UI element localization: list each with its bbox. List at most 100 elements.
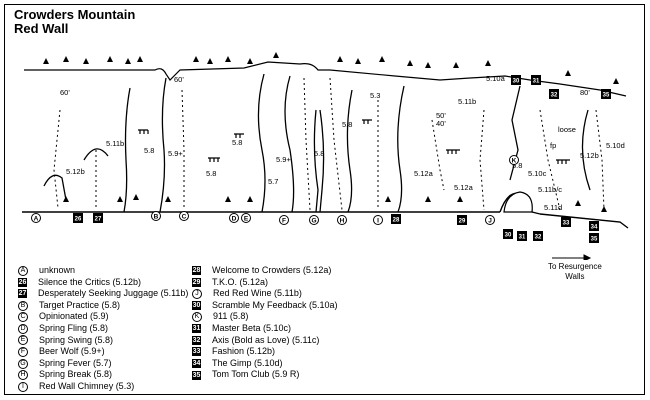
ground-line <box>22 192 629 229</box>
direction-line-1: To Resurgence <box>548 262 602 271</box>
legend-entry: 29 T.K.O. (5.12a) <box>192 277 338 289</box>
marker-text: B <box>154 214 159 221</box>
marker-text: 28 <box>393 218 400 224</box>
route-marker-circle: F <box>279 215 289 225</box>
marker-shape <box>589 233 599 243</box>
legend-route-name: Target Practice (5.8) <box>39 299 121 310</box>
route-dots <box>53 77 605 211</box>
legend-route-name: Red Wall Chimney (5.3) <box>39 380 135 391</box>
marker-shape <box>589 221 599 231</box>
legend-route-name: Welcome to Crowders (5.12a) <box>212 265 332 275</box>
legend-key: J <box>192 288 202 299</box>
legend-key: 29 <box>192 277 201 287</box>
route-marker-circle: H <box>337 215 347 225</box>
legend-key: H <box>18 370 28 381</box>
marker-shape <box>457 215 467 225</box>
legend-key: 30 <box>192 301 201 311</box>
route-marker-square: 32 <box>533 231 543 241</box>
route-marker-square: 34 <box>589 221 599 231</box>
route-marker-square: 31 <box>531 75 541 85</box>
marker-text: F <box>282 218 286 225</box>
legend-route-name: Silence the Critics (5.12b) <box>38 276 142 287</box>
marker-shape <box>179 211 189 221</box>
marker-text: 31 <box>533 79 540 85</box>
legend-key: 35 <box>192 370 201 380</box>
route-marker-circle: J <box>485 215 495 225</box>
grade-label: 60' <box>60 88 70 97</box>
route-marker-circle: C <box>179 211 189 221</box>
grade-label: 5.11d <box>544 203 562 212</box>
grade-label: 5.3 <box>370 91 380 100</box>
grade-label: 5.12a <box>454 183 474 192</box>
grade-label: 5.10c <box>528 169 547 178</box>
legend-key: 28 <box>192 266 201 276</box>
marker-text: I <box>377 218 379 225</box>
route-marker-square: 35 <box>601 89 611 99</box>
grade-label: fp <box>550 141 556 150</box>
marker-text: 35 <box>591 237 598 243</box>
marker-shape <box>509 155 519 165</box>
grade-label: 5.10a <box>486 74 506 83</box>
route-marker-circle: G <box>309 215 319 225</box>
marker-text: 27 <box>95 217 102 223</box>
legend-route-name: Beer Wolf (5.9+) <box>39 346 105 357</box>
marker-text: 30 <box>505 233 512 239</box>
cliff-top-edge <box>24 61 627 97</box>
legend-route-name: unknown <box>39 265 76 275</box>
marker-text: J <box>488 218 492 225</box>
route-marker-circle: K <box>509 155 519 165</box>
grade-label: 60' <box>174 75 184 84</box>
direction-label: To Resurgence Walls <box>548 262 602 282</box>
legend-route-name: Spring Fever (5.7) <box>39 357 112 368</box>
marker-shape <box>73 213 83 223</box>
legend-key: G <box>18 358 28 369</box>
grade-label: 40' <box>436 119 446 128</box>
legend-route-name: Spring Fling (5.8) <box>39 322 109 333</box>
legend-right: 28 Welcome to Crowders (5.12a) 29 T.K.O. (5… <box>192 265 338 381</box>
grade-label: 5.8 <box>512 161 522 170</box>
grade-label: 5.8 <box>144 146 154 155</box>
grade-label: 5.12b <box>580 151 599 160</box>
marker-shape <box>31 213 41 223</box>
grade-label: 5.12a <box>414 169 434 178</box>
legend-key: 32 <box>192 335 201 345</box>
route-marker-circle: E <box>241 213 251 223</box>
marker-shape <box>531 75 541 85</box>
marker-shape <box>93 213 103 223</box>
legend-route-name: Desperately Seeking Juggage (5.11b) <box>38 288 189 299</box>
legend-key: 34 <box>192 359 201 369</box>
grade-label: 50' <box>436 111 446 120</box>
map-frame <box>4 4 645 395</box>
direction-arrow <box>552 254 592 260</box>
legend-key: 33 <box>192 347 201 357</box>
marker-shape <box>241 213 251 223</box>
legend-key: E <box>18 335 28 346</box>
marker-shape <box>517 231 527 241</box>
legend-route-name: T.K.O. (5.12a) <box>212 276 269 287</box>
marker-text: 33 <box>563 221 570 227</box>
trees-ground <box>63 194 607 212</box>
marker-text: K <box>512 158 517 165</box>
marker-shape <box>229 213 239 223</box>
roof-overhangs <box>138 119 570 164</box>
grade-label: 5.11b <box>458 97 476 106</box>
marker-shape <box>503 229 513 239</box>
map-title: Crowders Mountain Red Wall <box>14 8 135 36</box>
legend-route-name: Spring Break (5.8) <box>39 369 113 380</box>
legend-key: 26 <box>18 277 27 287</box>
title-line-1: Crowders Mountain <box>14 7 136 22</box>
legend-key: I <box>18 381 28 392</box>
marker-shape <box>151 211 161 221</box>
marker-shape <box>601 89 611 99</box>
